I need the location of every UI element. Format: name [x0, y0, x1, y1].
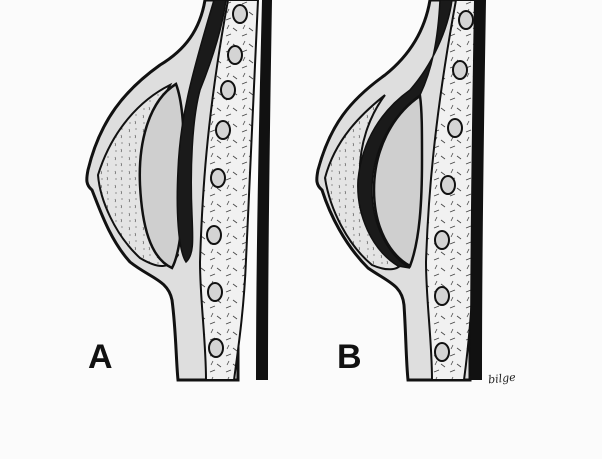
panel-b: [317, 0, 486, 380]
panel-label-a: A: [88, 340, 113, 374]
panel-label-b: B: [337, 340, 362, 374]
panel-a: [87, 0, 272, 380]
chest-wall-a: [256, 0, 272, 380]
